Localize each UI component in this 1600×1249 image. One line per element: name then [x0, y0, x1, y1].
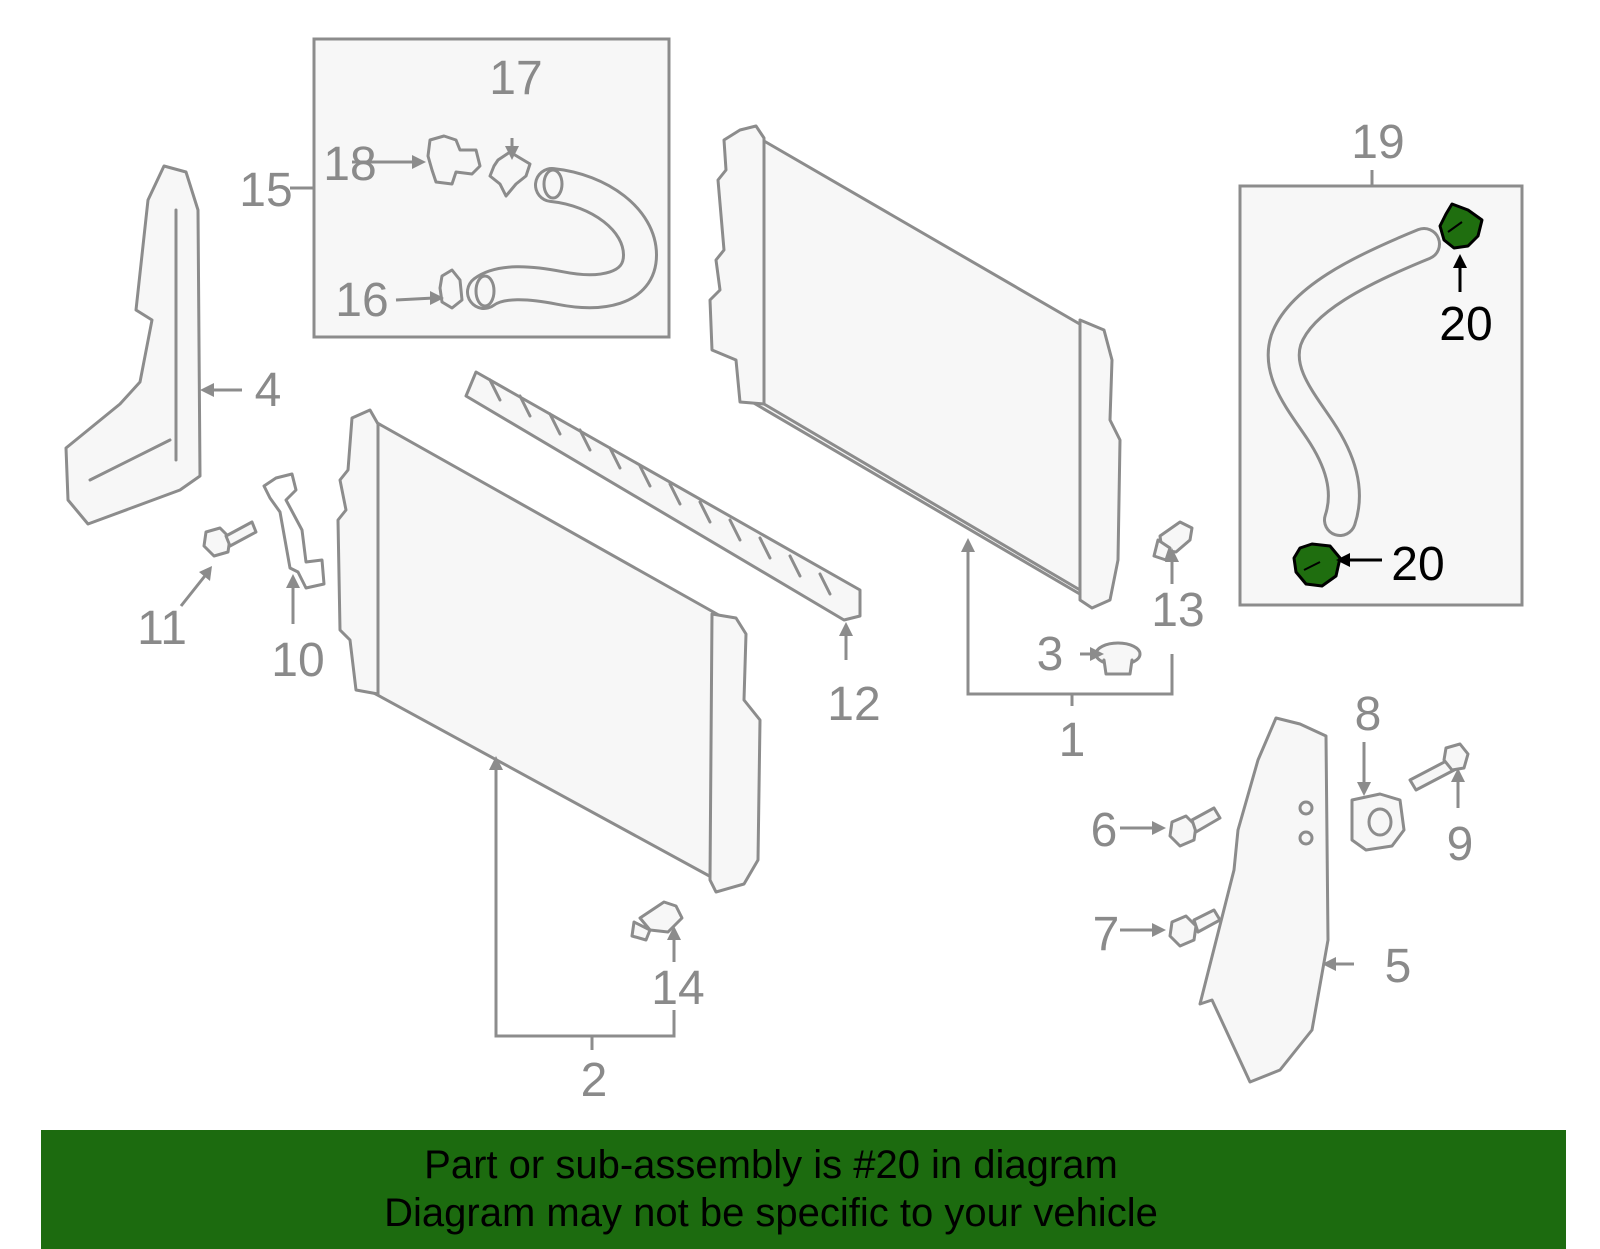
callout-15: 15 [239, 164, 292, 217]
callout-11: 11 [137, 602, 187, 655]
callout-3: 3 [1037, 628, 1064, 681]
callout-5: 5 [1385, 940, 1412, 993]
callout-4: 4 [255, 364, 282, 417]
callout-6: 6 [1091, 804, 1118, 857]
air-guide-5[interactable] [1198, 716, 1330, 1084]
hose-clamp-20-top[interactable] [1438, 202, 1484, 250]
radiator-cap-18[interactable] [426, 134, 482, 186]
air-guide-12[interactable] [464, 370, 862, 622]
condenser-2[interactable] [336, 408, 762, 894]
bushing-8[interactable] [1350, 792, 1406, 852]
bracket-10[interactable] [262, 472, 326, 590]
callout-20-top: 20 [1439, 298, 1492, 351]
callout-labels: 1 2 3 4 5 6 7 8 9 10 11 12 13 14 15 16 1… [137, 52, 1493, 1107]
caption-banner: Part or sub-assembly is #20 in diagram D… [41, 1130, 1566, 1249]
grommet-3[interactable] [1094, 641, 1142, 676]
callout-8: 8 [1355, 688, 1382, 741]
bolt-9[interactable] [1408, 742, 1470, 792]
callout-13: 13 [1151, 584, 1204, 637]
inset-box-19 [1238, 184, 1524, 607]
caption-disclaimer: Diagram may not be specific to your vehi… [384, 1191, 1158, 1235]
hose-clamp-20-bottom[interactable] [1292, 542, 1342, 588]
callout-16: 16 [335, 274, 388, 327]
arrowheads-highlight [1336, 254, 1467, 567]
callout-10: 10 [271, 634, 324, 687]
hose-clamp-17[interactable] [488, 150, 532, 198]
callout-18: 18 [323, 138, 376, 191]
bolt-6[interactable] [1168, 806, 1222, 848]
callout-19: 19 [1351, 116, 1404, 169]
callout-20-bottom: 20 [1391, 538, 1444, 591]
callout-1: 1 [1059, 714, 1086, 767]
caption-highlight-note: Part or sub-assembly is #20 in diagram [424, 1143, 1118, 1187]
arrowheads [199, 146, 1465, 971]
callout-9: 9 [1447, 818, 1474, 871]
drain-plug-13[interactable] [1152, 520, 1194, 562]
radiator-1[interactable] [708, 124, 1122, 610]
hose-clamp-16[interactable] [438, 268, 464, 310]
bolt-7[interactable] [1168, 908, 1222, 948]
callout-17: 17 [489, 52, 542, 105]
drain-plug-14[interactable] [630, 900, 684, 942]
bolt-11[interactable] [202, 520, 258, 558]
inset-box-15 [312, 37, 671, 339]
callout-2: 2 [581, 1054, 608, 1107]
callout-7: 7 [1093, 908, 1120, 961]
air-guide-4[interactable] [64, 164, 202, 526]
callout-12: 12 [827, 678, 880, 731]
callout-14: 14 [651, 962, 704, 1015]
